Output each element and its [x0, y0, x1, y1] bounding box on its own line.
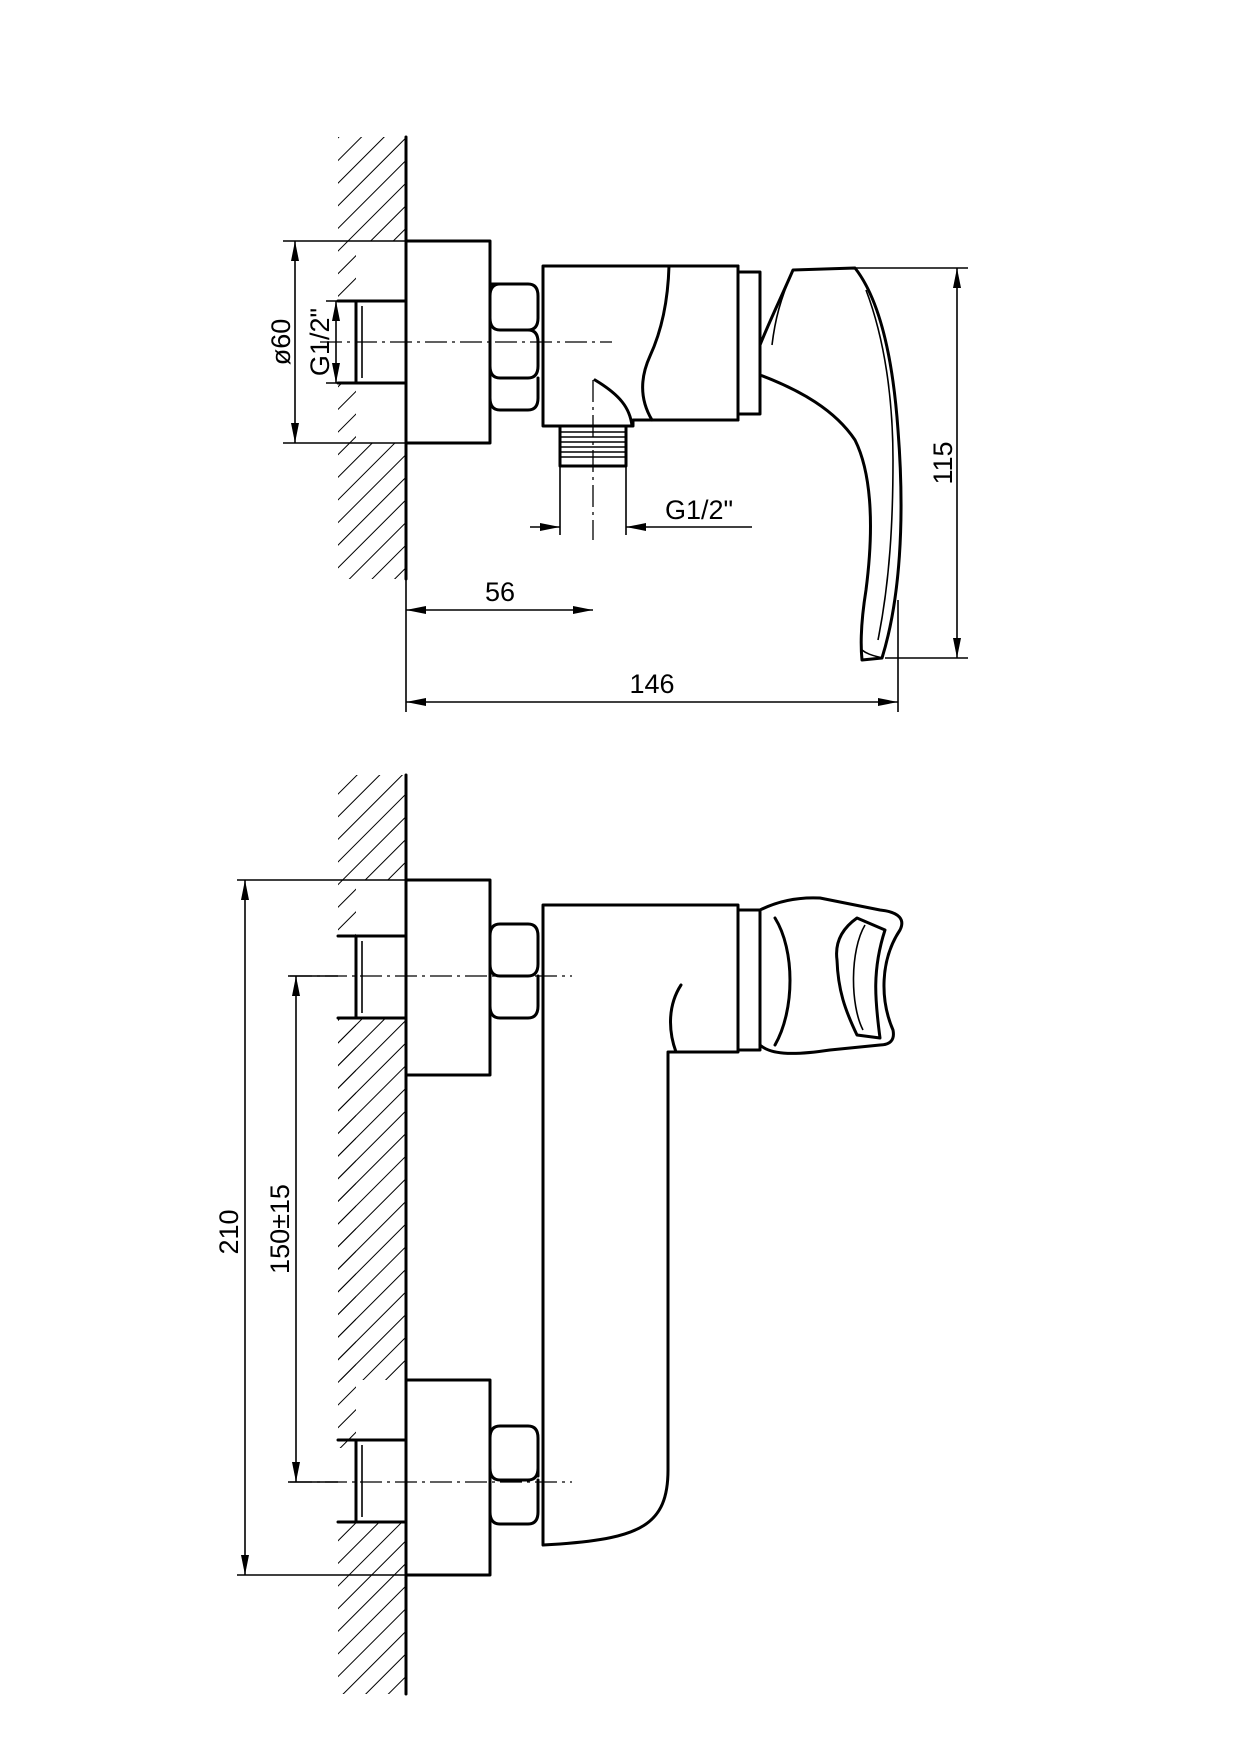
dim-total-height-label: 210	[214, 1209, 244, 1254]
dim-diameter-label: ø60	[266, 319, 296, 366]
dim-outlet-thread-label: G1/2"	[665, 495, 733, 525]
lever-handle	[758, 266, 903, 662]
dimension-height: 115	[855, 267, 968, 659]
dim-height-label: 115	[928, 441, 958, 484]
dim-centers-label: 150±15	[265, 1184, 295, 1274]
mixer-body	[541, 264, 762, 428]
lever-handle-front	[758, 896, 904, 1055]
top-view: ø60 G1/2" G1/2" 56 146	[266, 135, 968, 712]
dimension-wall-thread: G1/2"	[305, 300, 356, 384]
lower-inlet	[290, 1378, 572, 1577]
dimension-length: 146	[405, 579, 899, 712]
dimension-total-height: 210	[214, 879, 406, 1576]
wall-section	[338, 135, 408, 581]
hex-nut	[488, 282, 540, 412]
dimension-outlet-thread: G1/2"	[530, 466, 752, 535]
wall-section-front	[338, 773, 408, 1696]
dim-wall-thread-label: G1/2"	[305, 308, 335, 376]
dim-depth-label: 56	[485, 577, 515, 607]
dim-length-label: 146	[629, 669, 674, 699]
dimension-depth: 56	[406, 577, 593, 614]
dimension-centers: 150±15	[265, 975, 338, 1483]
front-view: 210 150±15	[214, 773, 904, 1696]
upper-inlet	[290, 878, 572, 1077]
dimension-diameter: ø60	[266, 240, 406, 444]
mixer-body-front	[541, 903, 762, 1547]
